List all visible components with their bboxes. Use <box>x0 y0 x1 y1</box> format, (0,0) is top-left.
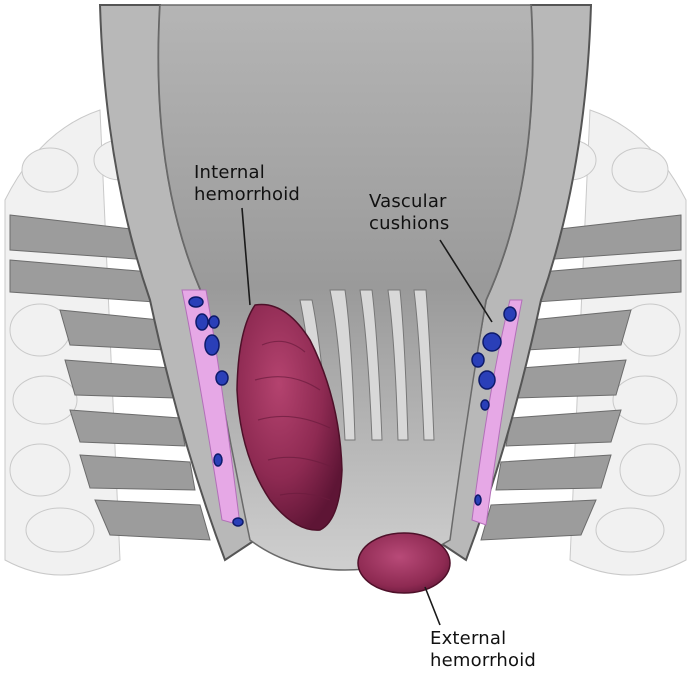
vascular-cushions-label: Vascular cushions <box>369 191 450 235</box>
external-hemorrhoid-label: External hemorrhoid <box>430 628 536 672</box>
internal-hemorrhoid-label: Internal hemorrhoid <box>194 162 300 206</box>
external-hemorrhoid-shape <box>358 533 450 593</box>
external-leader-line <box>425 587 440 625</box>
